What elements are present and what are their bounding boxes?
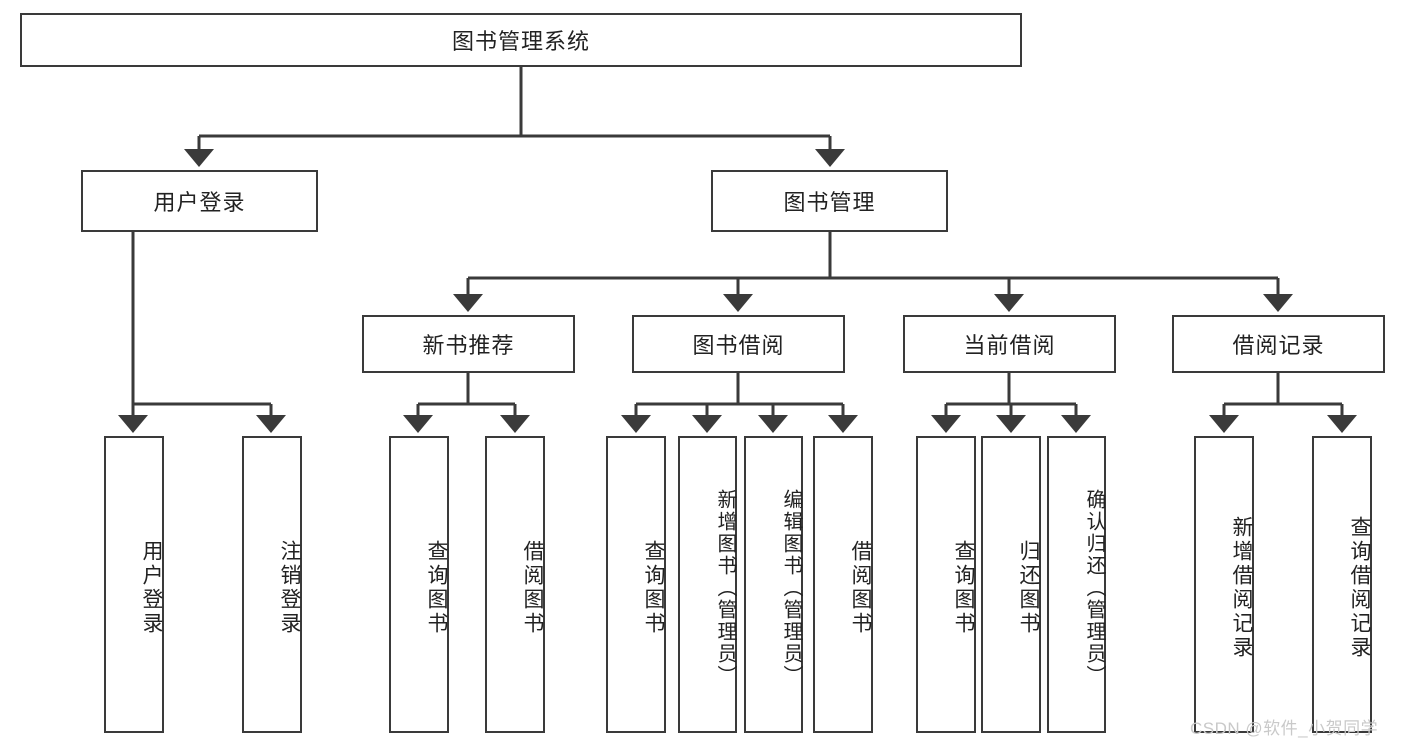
- node-root-图书管理系统[interactable]: 图书管理系统: [20, 13, 1022, 67]
- node-leaf-6[interactable]: 编辑图书（管理员）: [744, 436, 803, 733]
- node-leaf-0[interactable]: 用户登录: [104, 436, 164, 733]
- node-leaf-4[interactable]: 查询图书: [606, 436, 666, 733]
- node-leaf-11[interactable]: 新增借阅记录: [1194, 436, 1254, 733]
- node-leaf-7[interactable]: 借阅图书: [813, 436, 873, 733]
- node-leaf-2[interactable]: 查询图书: [389, 436, 449, 733]
- node-leaf-3[interactable]: 借阅图书: [485, 436, 545, 733]
- node-leaf-5[interactable]: 新增图书（管理员）: [678, 436, 737, 733]
- node-leaf-8[interactable]: 查询图书: [916, 436, 976, 733]
- node-level3-3[interactable]: 借阅记录: [1172, 315, 1385, 373]
- node-level2-0[interactable]: 用户登录: [81, 170, 318, 232]
- node-leaf-9[interactable]: 归还图书: [981, 436, 1041, 733]
- node-leaf-10[interactable]: 确认归还（管理员）: [1047, 436, 1106, 733]
- node-level3-2[interactable]: 当前借阅: [903, 315, 1116, 373]
- node-level3-0[interactable]: 新书推荐: [362, 315, 575, 373]
- csdn-watermark: CSDN @软件_小贺同学: [1190, 719, 1379, 738]
- node-leaf-12[interactable]: 查询借阅记录: [1312, 436, 1372, 733]
- node-leaf-1[interactable]: 注销登录: [242, 436, 302, 733]
- node-level3-1[interactable]: 图书借阅: [632, 315, 845, 373]
- node-level2-1[interactable]: 图书管理: [711, 170, 948, 232]
